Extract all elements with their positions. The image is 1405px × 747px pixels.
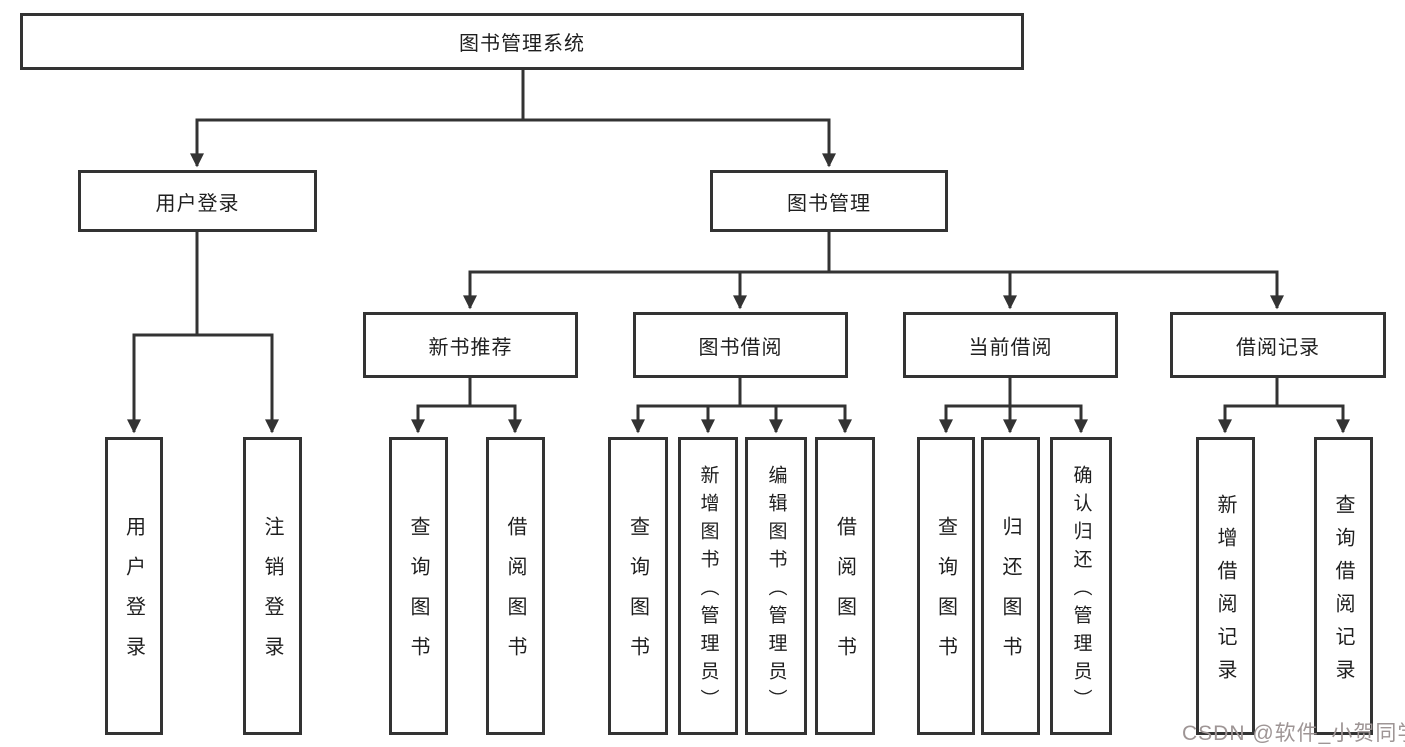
node-current-borrow: 当前借阅 <box>903 312 1118 378</box>
leaf-logout-label: 注销登录 <box>261 516 283 676</box>
leaf-edit-books-admin-label: 编辑图书（管理员） <box>765 465 787 717</box>
leaf-query-books-current-label: 查询图书 <box>934 516 957 676</box>
leaf-query-books-recommend: 查询图书 <box>389 437 448 735</box>
node-root: 图书管理系统 <box>20 13 1024 70</box>
leaf-return-books: 归还图书 <box>981 437 1040 735</box>
leaf-logout: 注销登录 <box>243 437 302 735</box>
node-borrow-records: 借阅记录 <box>1170 312 1386 378</box>
node-new-book-recommend-label: 新书推荐 <box>428 336 513 359</box>
node-user-login-label: 用户登录 <box>155 192 240 215</box>
leaf-query-books-current: 查询图书 <box>917 437 975 735</box>
leaf-query-books-recommend-label: 查询图书 <box>407 516 429 676</box>
leaf-borrow-books-recommend-label: 借阅图书 <box>504 516 526 676</box>
node-book-management: 图书管理 <box>710 170 948 232</box>
node-new-book-recommend: 新书推荐 <box>363 312 578 378</box>
leaf-query-books-borrow-label: 查询图书 <box>626 516 649 676</box>
leaf-add-books-admin-label: 新增图书（管理员） <box>697 465 719 717</box>
leaf-query-books-borrow: 查询图书 <box>608 437 668 735</box>
leaf-query-borrow-record-label: 查询借阅记录 <box>1332 494 1354 692</box>
node-book-borrow-label: 图书借阅 <box>698 336 783 359</box>
leaf-borrow-books-label: 借阅图书 <box>833 516 856 676</box>
leaf-query-borrow-record: 查询借阅记录 <box>1314 437 1373 735</box>
node-borrow-records-label: 借阅记录 <box>1236 336 1320 359</box>
leaf-user-login-label: 用户登录 <box>122 516 145 676</box>
leaf-user-login: 用户登录 <box>105 437 163 735</box>
node-current-borrow-label: 当前借阅 <box>968 336 1053 359</box>
leaf-add-borrow-record: 新增借阅记录 <box>1196 437 1255 735</box>
leaf-borrow-books: 借阅图书 <box>815 437 875 735</box>
leaf-confirm-return-admin: 确认归还（管理员） <box>1050 437 1112 735</box>
leaf-borrow-books-recommend: 借阅图书 <box>486 437 545 735</box>
csdn-watermark: CSDN @软件_小贺同学 <box>1182 722 1405 745</box>
node-root-label: 图书管理系统 <box>459 33 585 55</box>
leaf-add-borrow-record-label: 新增借阅记录 <box>1214 494 1236 692</box>
node-user-login: 用户登录 <box>78 170 317 232</box>
leaf-confirm-return-admin-label: 确认归还（管理员） <box>1070 465 1092 717</box>
node-book-management-label: 图书管理 <box>787 192 871 215</box>
leaf-return-books-label: 归还图书 <box>999 516 1021 676</box>
leaf-edit-books-admin: 编辑图书（管理员） <box>745 437 807 735</box>
node-book-borrow: 图书借阅 <box>633 312 848 378</box>
leaf-add-books-admin: 新增图书（管理员） <box>678 437 738 735</box>
